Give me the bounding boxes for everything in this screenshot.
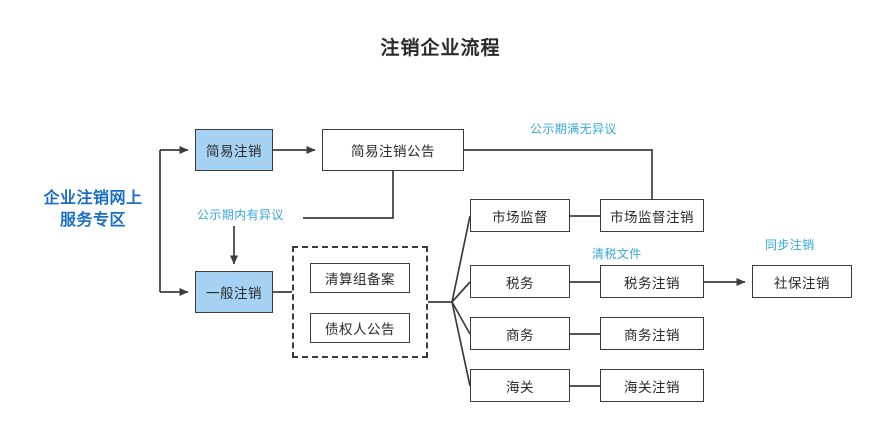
node-jianyi-zhuxiao[interactable]: 简易注销 [195, 129, 273, 171]
node-shichang-jiandu[interactable]: 市场监督 [470, 199, 570, 232]
node-shangwu-zhuxiao[interactable]: 商务注销 [600, 317, 704, 350]
edge-label-gongshi-qinei-you-yiyi: 公示期内有异议 [197, 208, 284, 222]
dashed-group-container [292, 246, 428, 358]
edge-gonggao-to-yiban-branch [303, 171, 394, 219]
edge-label-gongshi-qiman-wu-yiyi: 公示期满无异议 [530, 122, 617, 136]
page-title: 注销企业流程 [380, 38, 501, 59]
node-shuiwu-zhuxiao[interactable]: 税务注销 [600, 265, 704, 298]
edge-hub-to-shichang [451, 215, 471, 303]
node-haiguan[interactable]: 海关 [470, 369, 570, 402]
edge-gonggao-to-shichang-zhuxiao [464, 149, 653, 199]
edge-label-qingshui-wenjian: 清税文件 [592, 247, 642, 261]
node-haiguan-zhuxiao[interactable]: 海关注销 [600, 369, 704, 402]
node-shuiwu[interactable]: 税务 [470, 265, 570, 298]
edge-hub-to-shangwu [451, 301, 471, 335]
edge-hub-to-shuiwu [451, 281, 471, 303]
node-jianyi-zhuxiao-gonggao[interactable]: 简易注销公告 [322, 129, 464, 171]
edge-hub-to-haiguan [451, 301, 471, 387]
node-yiban-zhuxiao[interactable]: 一般注销 [195, 271, 273, 313]
node-shichang-jiandu-zhuxiao[interactable]: 市场监督注销 [600, 199, 704, 232]
node-qingsuanzu-beian[interactable]: 清算组备案 [310, 263, 410, 293]
entry-node-label-line1: 企业注销网上 [43, 190, 143, 207]
node-zhaiquanren-gonggao[interactable]: 债权人公告 [310, 313, 410, 343]
edge-label-tongbu-zhuxiao: 同步注销 [765, 238, 815, 252]
entry-node-label-line2: 服务专区 [59, 212, 126, 229]
node-shebao-zhuxiao[interactable]: 社保注销 [752, 265, 852, 298]
entry-node-label: 企业注销网上 服务专区 [18, 188, 168, 232]
node-shangwu[interactable]: 商务 [470, 317, 570, 350]
